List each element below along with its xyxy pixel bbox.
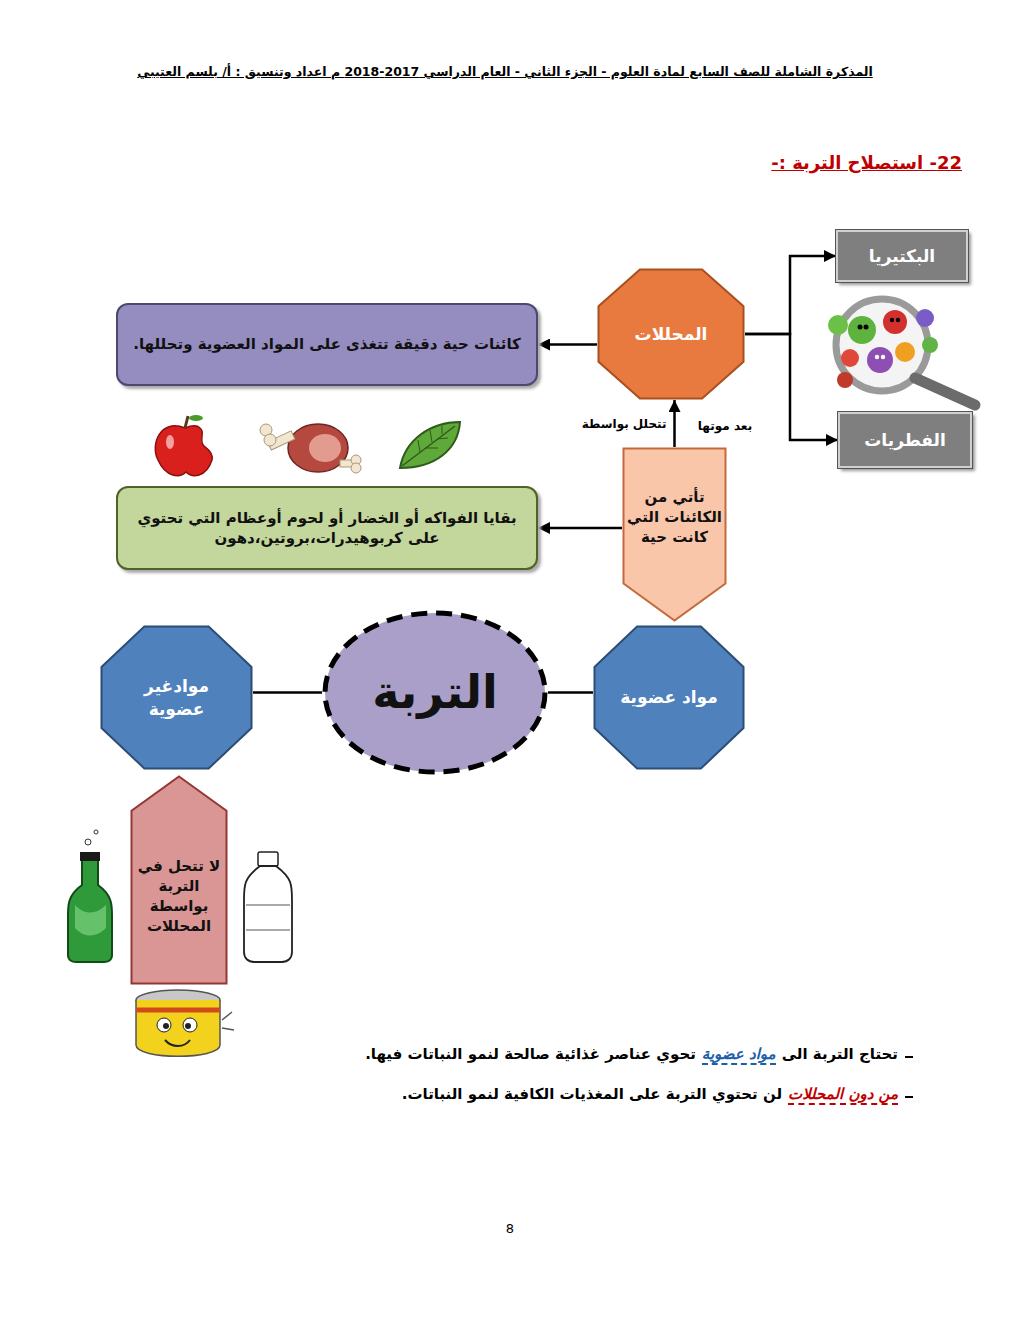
plastic-bottle-picture [244, 852, 292, 962]
inorganic-octagon: موادغير عضوية [100, 625, 253, 770]
example-box: بقايا الفواكه أو الخضار أو لحوم أوعظام ا… [116, 486, 538, 570]
definition-box: كائنات حية دقيقة تتغذى على المواد العضوي… [116, 303, 538, 386]
glass-bottle-picture [68, 830, 112, 962]
node-text-group: بقايا الفواكه أو الخضار أو لحوم أوعظام ا… [118, 508, 536, 549]
organism-box: البكتيريا [836, 230, 968, 282]
bullet-mark [905, 1096, 913, 1098]
meat-picture [260, 424, 361, 473]
node-text-group: الفطريات [864, 429, 945, 452]
bullet-mark [905, 1056, 913, 1058]
page-number: 8 [490, 1221, 530, 1236]
note-text: تحتاج التربة الى [782, 1045, 898, 1065]
note-text: تحوي عناصر غذائية صالحة لنمو النباتات في… [365, 1045, 696, 1065]
node-text: التربة [372, 661, 498, 723]
node-text-group: تأتي من الكائنات التي كانت حية [627, 487, 723, 548]
note-text: من دون المحللات [788, 1085, 898, 1105]
source-arrow-shape: تأتي من الكائنات التي كانت حية [622, 447, 727, 622]
connector-label: تتحلل بواسطة [580, 417, 669, 431]
node-text: البكتيريا [869, 245, 935, 268]
node-text-group: البكتيريا [869, 245, 935, 268]
node-text-group: التربة [372, 661, 498, 723]
node-text-group: مواد عضوية [614, 686, 724, 709]
bullet-line: من دون المحللات لن تحتوي التربة على المغذ… [90, 1085, 898, 1105]
node-text: الفطريات [864, 429, 945, 452]
connector [745, 256, 836, 334]
tin-can-picture [136, 990, 234, 1056]
node-text: تأتي من الكائنات التي كانت حية [627, 487, 723, 548]
node-text: بقايا الفواكه أو الخضار أو لحوم أوعظام ا… [132, 508, 522, 549]
node-text: المحللات [635, 323, 708, 346]
page-header: المذكرة الشاملة للصف السابع لمادة العلوم… [100, 64, 910, 79]
apple-picture [155, 415, 212, 476]
node-text: لا تتحل في التربة بواسطة المحللات [133, 856, 225, 937]
organic-octagon: مواد عضوية [593, 625, 745, 770]
node-text: موادغير عضوية [122, 675, 232, 721]
section-title: 22- استصلاح التربة :- [660, 152, 962, 173]
note-text: لن تحتوي التربة على المغذيات الكافية لنم… [402, 1085, 782, 1105]
connector [673, 400, 676, 447]
connector [745, 334, 838, 440]
soil-circle: التربة [322, 610, 548, 775]
connector [538, 527, 622, 530]
node-outline [100, 625, 253, 770]
node-text-group: كائنات حية دقيقة تتغذى على المواد العضوي… [119, 334, 535, 354]
leaf-picture [400, 422, 460, 468]
arrow-note: بعد موتها [680, 419, 770, 433]
connector [548, 691, 593, 694]
connector [538, 343, 597, 346]
node-text-group: المحللات [635, 323, 708, 346]
note-text: مواد عضوية [702, 1045, 776, 1065]
node-text-group: لا تتحل في التربة بواسطة المحللات [133, 856, 225, 937]
node-text: مواد عضوية [614, 686, 724, 709]
node-text: كائنات حية دقيقة تتغذى على المواد العضوي… [133, 334, 521, 354]
organism-box: الفطريات [838, 412, 972, 468]
node-text-group: موادغير عضوية [122, 675, 232, 721]
bacteria-picture [828, 299, 975, 405]
bullet-line: تحتاج التربة الى مواد عضوية تحوي عناصر غذا… [90, 1045, 898, 1065]
non-decomposing-arrow-shape: لا تتحل في التربة بواسطة المحللات [130, 775, 228, 985]
decomposer-octagon: المحللات [597, 268, 745, 400]
connector [253, 691, 322, 694]
